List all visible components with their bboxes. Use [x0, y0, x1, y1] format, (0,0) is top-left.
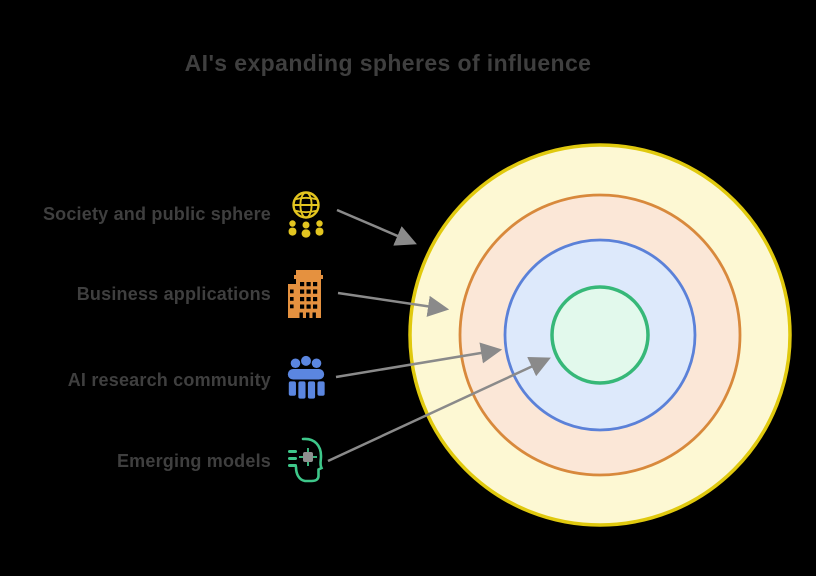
legend-label: Business applications [76, 283, 271, 304]
legend-row-community: AI research community [0, 352, 328, 408]
ai-head-icon [284, 434, 328, 488]
people-group-icon [284, 353, 328, 407]
legend-row-core: Emerging models [0, 433, 328, 489]
building-icon [284, 267, 328, 321]
globe-community-icon [284, 187, 328, 241]
legend-row-business: Business applications [0, 266, 328, 322]
legend-label: Emerging models [116, 450, 271, 471]
legend-row-society: Society and public sphere [0, 186, 328, 242]
connector-arrow-core [327, 356, 551, 463]
connector-arrow-second [337, 291, 450, 317]
core-circle [550, 285, 650, 385]
connector-arrow-outer [336, 208, 417, 246]
page-title: AI's expanding spheres of influence [184, 50, 592, 76]
legend-label: Society and public sphere [42, 203, 271, 224]
legend-label: AI research community [67, 369, 271, 390]
connector-arrow-third [335, 342, 503, 379]
